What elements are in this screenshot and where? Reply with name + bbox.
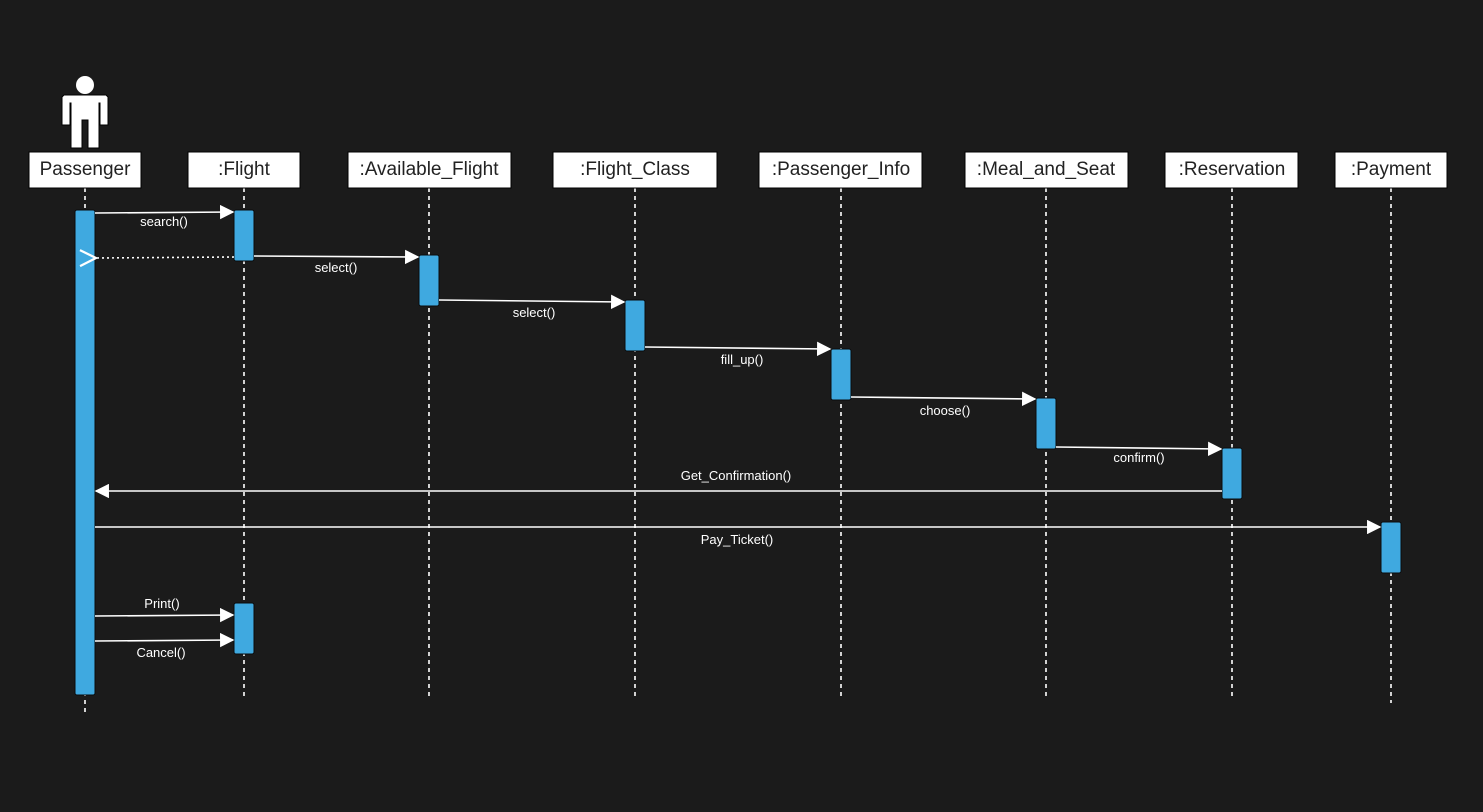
message-select-flight-class[interactable]: select() [438,294,626,320]
message-confirm[interactable]: confirm() [1055,441,1223,465]
participant-meal-and-seat[interactable]: :Meal_and_Seat [964,151,1129,189]
message-label: search() [140,214,188,229]
activation-flight-class [624,299,646,352]
message-label: Print() [144,596,179,611]
activations [74,209,1402,696]
activation-payment [1380,521,1402,574]
message-get-confirmation[interactable]: Get_Confirmation() [94,468,1222,499]
person-icon [61,76,109,149]
participant-label: :Passenger_Info [772,159,910,180]
activation-passenger-info [830,348,852,401]
participant-label: :Payment [1351,159,1432,180]
activation-passenger [74,209,96,696]
message-label: Cancel() [136,645,185,660]
message-fill-up[interactable]: fill_up() [644,341,832,367]
message-cancel[interactable]: Cancel() [94,632,235,660]
participant-label: :Meal_and_Seat [977,159,1116,180]
participant-flight[interactable]: :Flight [187,151,301,189]
participant-label: :Flight [218,159,270,180]
lifelines [84,188,1392,715]
participant-passenger[interactable]: Passenger [28,151,142,189]
message-label: choose() [920,403,971,418]
activation-flight-search [233,209,255,262]
message-print[interactable]: Print() [94,596,235,623]
message-label: Pay_Ticket() [701,532,773,547]
participant-label: Passenger [40,159,132,180]
participant-label: :Available_Flight [359,159,499,180]
activation-reservation [1221,447,1243,500]
participant-available-flight[interactable]: :Available_Flight [347,151,512,189]
participant-payment[interactable]: :Payment [1334,151,1448,189]
participant-flight-class[interactable]: :Flight_Class [552,151,718,189]
message-label: fill_up() [721,352,764,367]
message-label: Get_Confirmation() [681,468,792,483]
message-label: confirm() [1113,450,1164,465]
activation-meal-and-seat [1035,397,1057,450]
activation-flight-print [233,602,255,655]
message-pay-ticket[interactable]: Pay_Ticket() [95,519,1382,547]
participant-passenger-info[interactable]: :Passenger_Info [758,151,923,189]
message-label: select() [315,260,358,275]
message-label: select() [513,305,556,320]
activation-available-flight [418,254,440,307]
message-choose[interactable]: choose() [850,391,1037,418]
message-select-available-flight[interactable]: select() [253,249,420,275]
message-search[interactable]: search() [94,204,235,229]
participant-label: :Flight_Class [580,159,690,180]
participant-label: :Reservation [1179,159,1286,180]
participant-reservation[interactable]: :Reservation [1164,151,1299,189]
message-return-search[interactable] [96,257,235,258]
